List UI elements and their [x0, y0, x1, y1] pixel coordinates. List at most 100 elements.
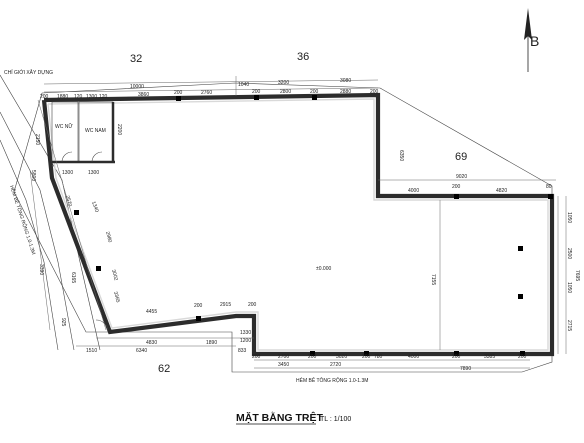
svg-text:1050: 1050 — [566, 282, 572, 293]
svg-text:1890: 1890 — [206, 340, 217, 346]
lot-62: 62 — [158, 363, 170, 375]
svg-text:200: 200 — [174, 90, 183, 96]
wc-nu-label: WC NỮ — [55, 123, 73, 130]
svg-text:3390: 3390 — [38, 264, 44, 275]
svg-text:200: 200 — [370, 89, 379, 95]
alley-line-1 — [0, 111, 75, 351]
svg-text:2700: 2700 — [278, 354, 289, 360]
svg-text:200: 200 — [252, 89, 261, 95]
svg-text:4000: 4000 — [408, 354, 419, 360]
svg-text:3200: 3200 — [278, 80, 289, 86]
svg-text:200: 200 — [252, 354, 261, 360]
level-mark: ±0.000 — [316, 266, 331, 272]
svg-text:1050: 1050 — [566, 212, 572, 223]
svg-text:1300: 1300 — [86, 94, 97, 100]
svg-text:5800: 5800 — [30, 170, 36, 181]
svg-text:4000: 4000 — [408, 188, 419, 194]
lot-32: 32 — [130, 53, 142, 65]
svg-text:7890: 7890 — [460, 366, 471, 372]
drawing-title: MẶT BẰNG TRỆT TL : 1/100 — [236, 411, 351, 425]
svg-text:3020: 3020 — [336, 354, 347, 360]
svg-text:1330: 1330 — [240, 330, 251, 336]
svg-text:4830: 4830 — [146, 340, 157, 346]
lot-36: 36 — [297, 51, 309, 63]
svg-text:2570: 2570 — [64, 195, 73, 208]
left-side-dims: 2150 5800 3390 6165 2570 2980 3365 925 3… — [30, 124, 122, 327]
build-limit-note: CHỈ GIỚI XÂY DỰNG — [4, 69, 53, 76]
north-arrow: B — [524, 8, 539, 72]
svg-text:10000: 10000 — [130, 84, 144, 90]
alley-bottom-note: HẺM BÊ TÔNG RỘNG 1.0-1.3M — [296, 376, 368, 384]
svg-text:1510: 1510 — [86, 348, 97, 354]
svg-text:2800: 2800 — [280, 89, 291, 95]
svg-text:120: 120 — [99, 94, 108, 100]
top-dim-line-1 — [43, 87, 379, 93]
svg-text:925: 925 — [60, 318, 66, 327]
svg-text:1880: 1880 — [57, 94, 68, 100]
wc-nam-label: WC NAM — [85, 128, 106, 134]
svg-text:2760: 2760 — [201, 90, 212, 96]
alley-left-note: HẺM BÊ TÔNG RỘNG 1.0-1.3M — [8, 184, 38, 255]
svg-text:2715: 2715 — [566, 320, 572, 331]
svg-text:3080: 3080 — [340, 78, 351, 84]
title-text: MẶT BẰNG TRỆT — [236, 411, 323, 424]
top-dims: 200 1880 120 1300 120 3860 200 2760 1040… — [40, 78, 379, 100]
svg-text:2915: 2915 — [220, 302, 231, 308]
svg-text:1340: 1340 — [90, 201, 100, 214]
svg-text:3860: 3860 — [138, 92, 149, 98]
svg-text:200: 200 — [40, 94, 49, 100]
svg-text:6350: 6350 — [398, 150, 404, 161]
property-boundary — [13, 82, 553, 373]
lower-left-dims: 4455 200 2915 200 4830 1890 1510 6340 12… — [86, 302, 257, 354]
alley-line-2 — [0, 139, 59, 351]
mid-dims: 6350 9020 4000 200 4820 80 7155 — [398, 150, 552, 285]
svg-text:2200: 2200 — [116, 124, 122, 135]
svg-text:200: 200 — [310, 89, 319, 95]
svg-text:80: 80 — [546, 184, 552, 190]
svg-text:1300: 1300 — [88, 170, 99, 176]
svg-text:200: 200 — [308, 354, 317, 360]
svg-text:4455: 4455 — [146, 309, 157, 315]
build-limit-line — [0, 74, 101, 351]
wc-door-swing-2 — [91, 151, 103, 163]
left-dim-line-2 — [29, 169, 51, 331]
svg-text:1200: 1200 — [240, 338, 251, 344]
svg-text:1040: 1040 — [238, 82, 249, 88]
scale-text: TL : 1/100 — [320, 416, 351, 423]
svg-text:2980: 2980 — [104, 231, 113, 244]
wc-nu-room — [51, 101, 79, 163]
svg-text:3365: 3365 — [112, 291, 121, 304]
svg-text:2880: 2880 — [340, 89, 351, 95]
svg-text:200: 200 — [248, 302, 257, 308]
columns — [74, 95, 553, 356]
svg-text:7695: 7695 — [574, 270, 580, 281]
svg-text:1300: 1300 — [62, 170, 73, 176]
lot-69: 69 — [455, 151, 467, 163]
svg-text:200: 200 — [452, 354, 461, 360]
svg-text:4820: 4820 — [496, 188, 507, 194]
exterior-wall-inner — [47, 98, 549, 351]
svg-text:2500: 2500 — [566, 248, 572, 259]
exterior-wall — [41, 92, 555, 357]
svg-text:200: 200 — [518, 354, 527, 360]
wc-door-swing-1 — [61, 151, 73, 163]
svg-text:200: 200 — [362, 354, 371, 360]
svg-text:200: 200 — [452, 184, 461, 190]
bottom-dims: 200 2700 200 3020 200 780 4000 200 3385 … — [252, 354, 527, 372]
svg-text:2150: 2150 — [34, 134, 40, 145]
svg-text:833: 833 — [238, 348, 247, 354]
svg-text:6165: 6165 — [70, 272, 76, 283]
svg-text:7155: 7155 — [430, 274, 436, 285]
svg-text:3385: 3385 — [484, 354, 495, 360]
svg-text:9020: 9020 — [456, 174, 467, 180]
svg-text:3002: 3002 — [110, 269, 119, 282]
svg-text:780: 780 — [374, 354, 383, 360]
north-label: B — [530, 33, 539, 49]
top-dim-line-2 — [43, 79, 379, 85]
svg-text:200: 200 — [194, 303, 203, 309]
svg-text:6340: 6340 — [136, 348, 147, 354]
right-side-dims: 1050 2500 1050 2715 7695 — [566, 212, 580, 331]
left-dim-line-1 — [37, 99, 107, 331]
